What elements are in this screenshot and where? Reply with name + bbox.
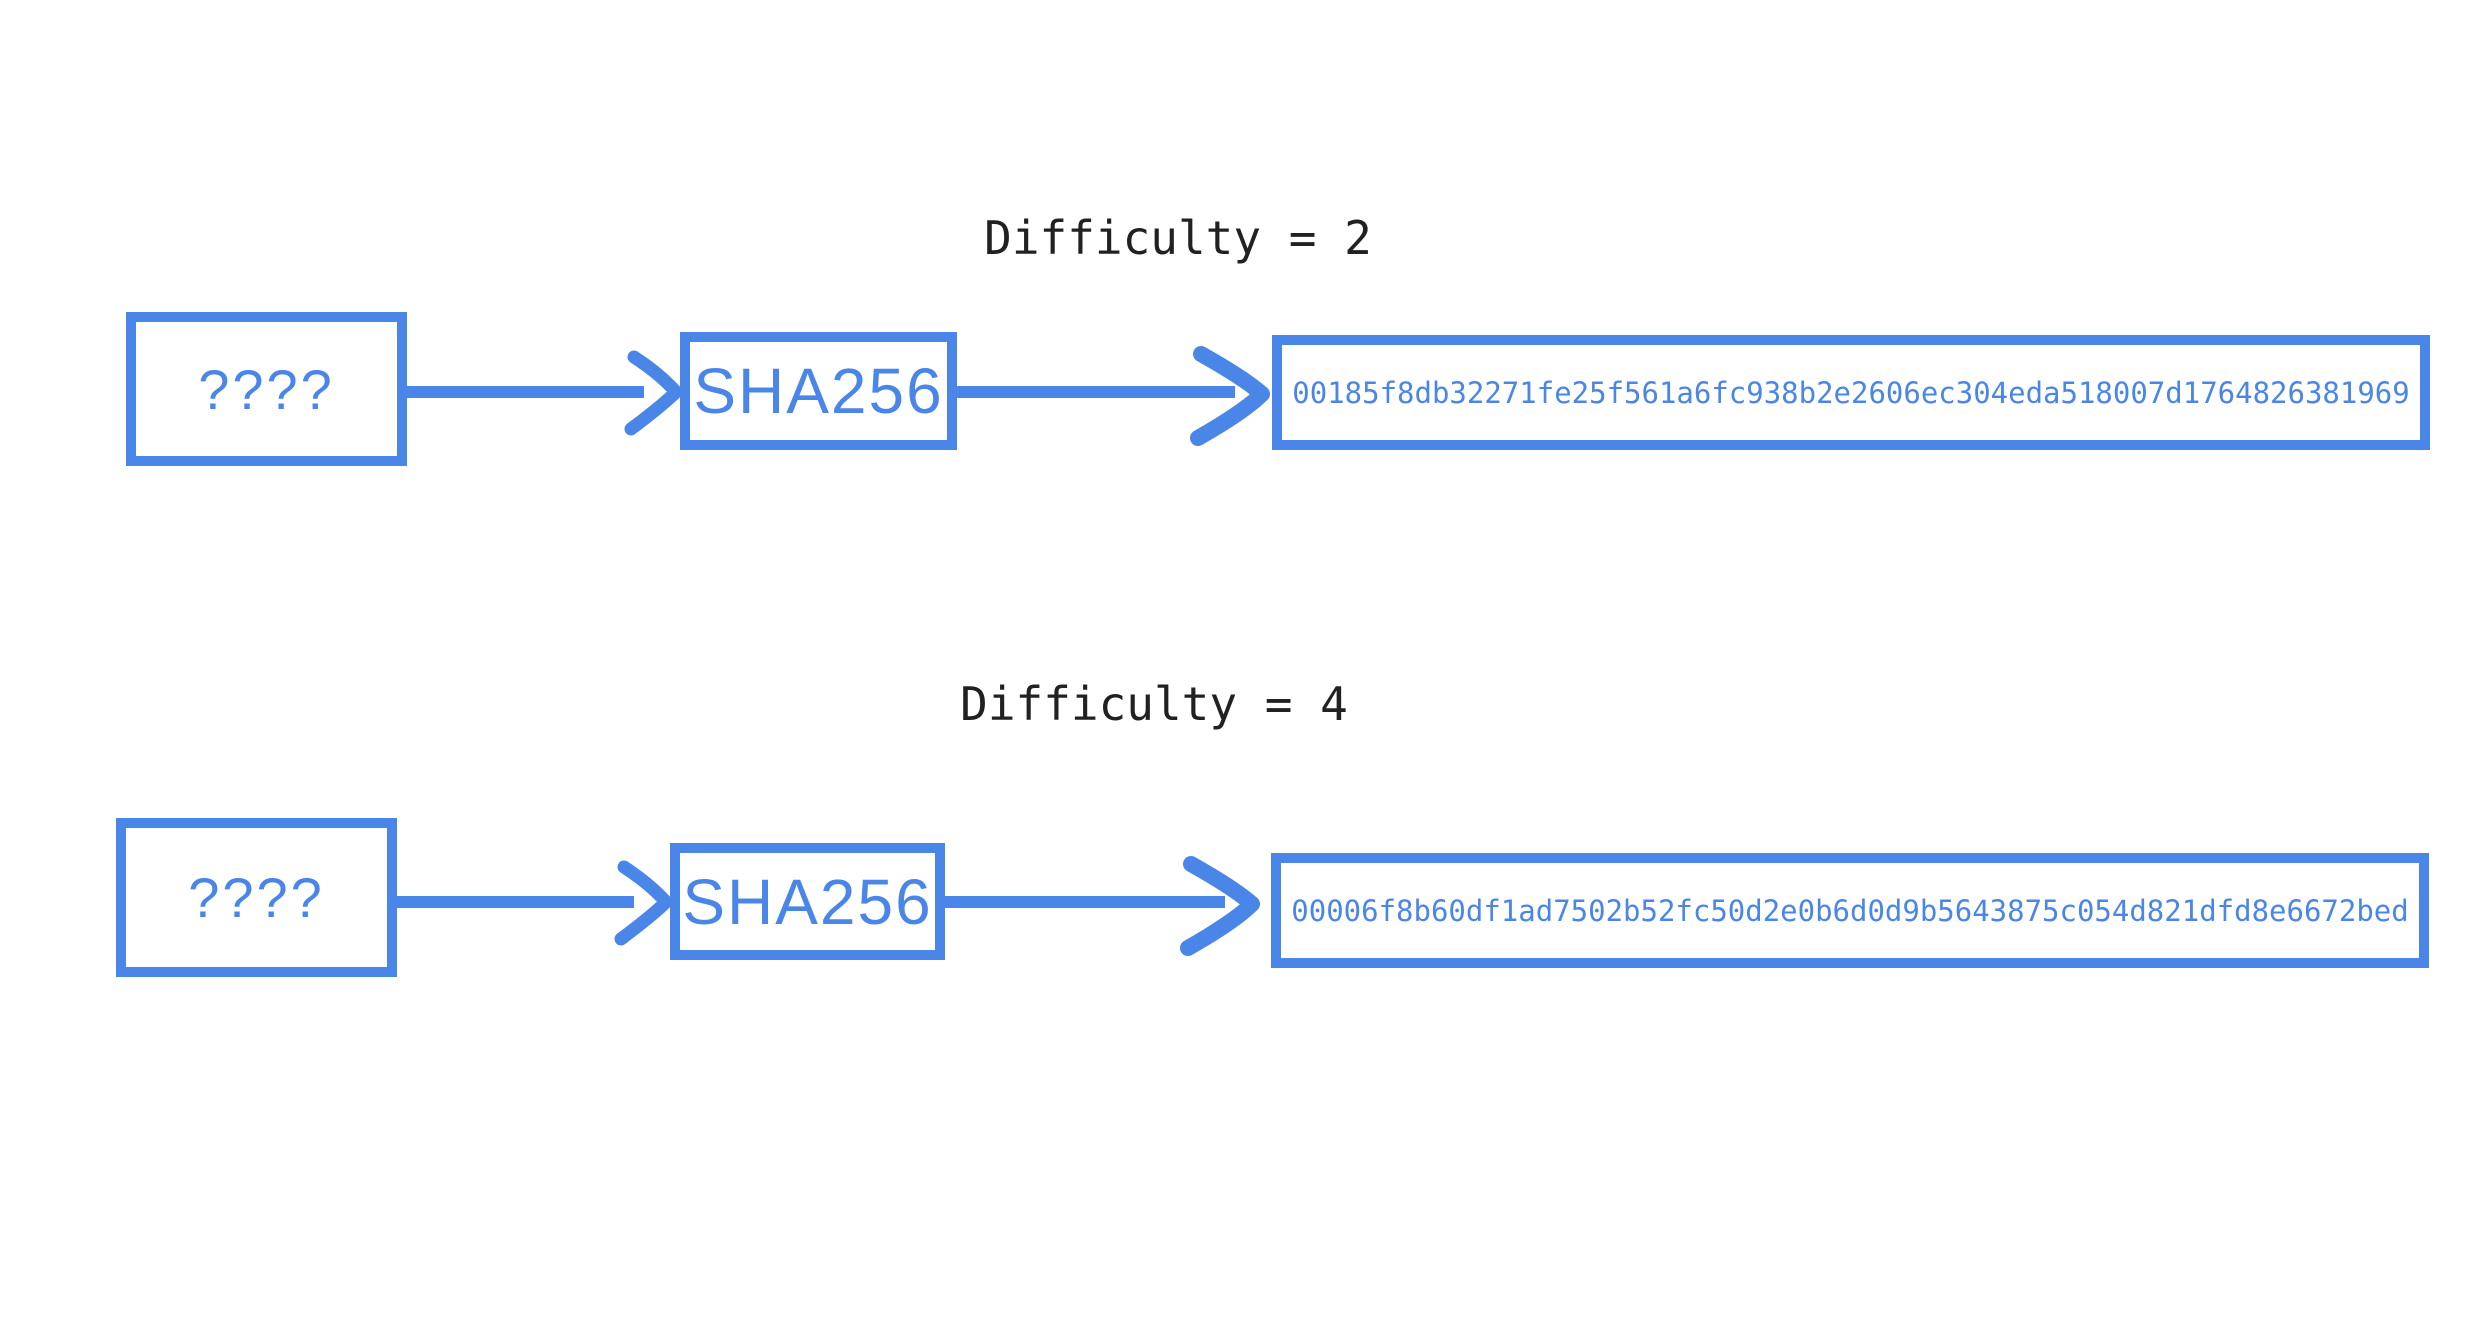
sha256-process-label: SHA256 bbox=[693, 355, 944, 427]
hash-output-value: 00185f8db32271fe25f561a6fc938b2e2606ec30… bbox=[1292, 375, 2410, 410]
arrow-right-icon bbox=[957, 346, 1270, 446]
difficulty-title-row1: Difficulty = 2 bbox=[984, 211, 1372, 265]
hash-output-box-row1: 00185f8db32271fe25f561a6fc938b2e2606ec30… bbox=[1272, 335, 2430, 450]
sha256-process-box-row1: SHA256 bbox=[680, 332, 957, 450]
nonce-input-label: ???? bbox=[188, 866, 325, 929]
sha256-process-label: SHA256 bbox=[682, 865, 933, 938]
hash-output-box-row2: 00006f8b60df1ad7502b52fc50d2e0b6d0d9b564… bbox=[1271, 853, 2429, 968]
nonce-input-box-row2: ???? bbox=[116, 818, 397, 977]
difficulty-title-row2: Difficulty = 4 bbox=[960, 677, 1348, 731]
hash-output-value: 00006f8b60df1ad7502b52fc50d2e0b6d0d9b564… bbox=[1291, 893, 2409, 928]
arrow-right-icon bbox=[945, 856, 1260, 956]
sha256-process-box-row2: SHA256 bbox=[670, 843, 945, 960]
nonce-input-box-row1: ???? bbox=[126, 312, 407, 466]
nonce-input-label: ???? bbox=[198, 357, 335, 421]
arrow-right-icon bbox=[407, 350, 683, 436]
arrow-right-icon bbox=[397, 860, 673, 946]
